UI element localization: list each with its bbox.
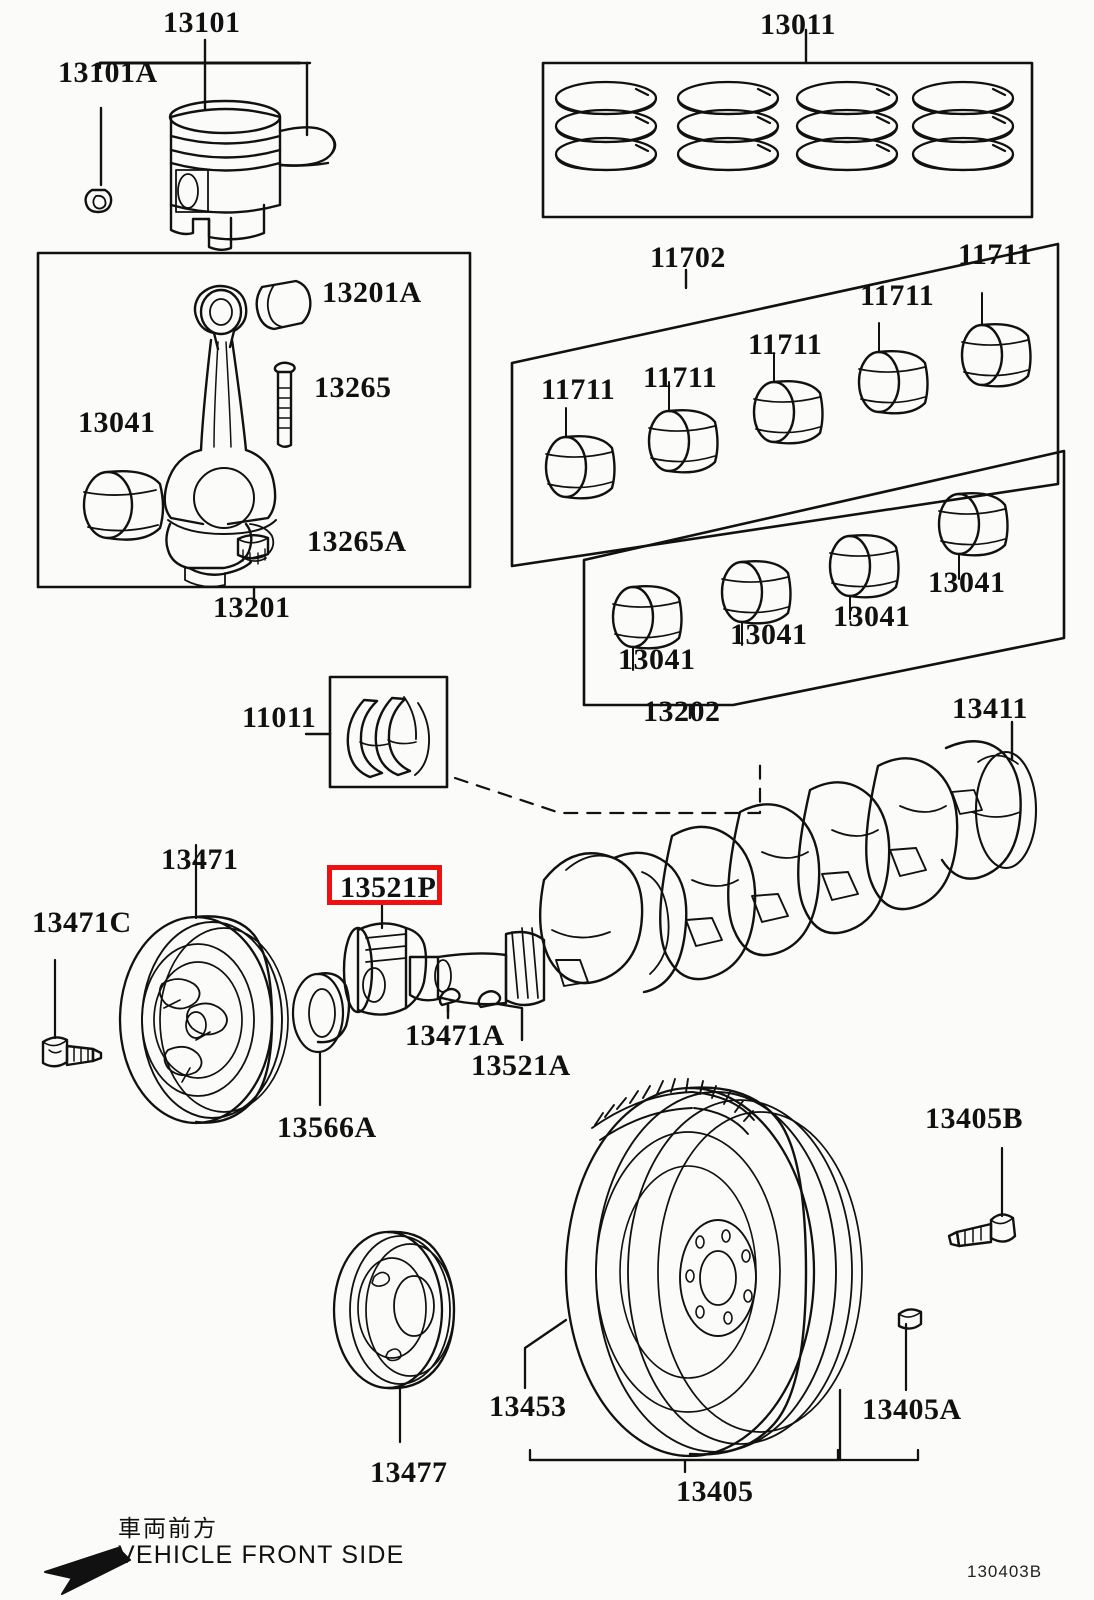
connecting-rod-box bbox=[36, 251, 472, 607]
callout-13041[interactable]: 13041 bbox=[78, 406, 156, 439]
crank-pulley-illustration bbox=[118, 843, 289, 1125]
connecting-rod-illustration bbox=[163, 284, 277, 588]
callout-11702[interactable]: 11702 bbox=[650, 241, 726, 274]
thrust-washer-box bbox=[304, 675, 449, 789]
callout-13405b[interactable]: 13405B bbox=[925, 1102, 1024, 1135]
callout-13471c[interactable]: 13471C bbox=[32, 906, 132, 939]
highlighted-part-number: 13521P bbox=[340, 871, 437, 904]
callout-13202[interactable]: 13202 bbox=[643, 695, 721, 728]
rod-bearing-13041-box bbox=[82, 470, 165, 541]
callout-13521a[interactable]: 13521A bbox=[471, 1049, 571, 1082]
rod-bushing-13201a bbox=[255, 279, 312, 331]
pulley-bolt-13471c bbox=[41, 958, 103, 1068]
rod-nut-13265a bbox=[236, 534, 270, 565]
main-bearings-11711 bbox=[544, 292, 1032, 500]
callout-13041[interactable]: 13041 bbox=[928, 566, 1006, 599]
crankshaft-illustration bbox=[408, 720, 1038, 1007]
callout-13566a[interactable]: 13566A bbox=[277, 1111, 377, 1144]
callout-11011[interactable]: 11011 bbox=[242, 701, 317, 734]
sheet-code: 130403B bbox=[967, 1562, 1043, 1581]
callout-13101a[interactable]: 13101A bbox=[58, 56, 158, 89]
callout-11711[interactable]: 11711 bbox=[860, 279, 935, 312]
rear-pulley-13477 bbox=[332, 1230, 456, 1444]
vehicle-front-arrow bbox=[44, 1547, 131, 1595]
callout-13201[interactable]: 13201 bbox=[213, 591, 291, 624]
vehicle-front-english-label: VEHICLE FRONT SIDE bbox=[118, 1541, 405, 1569]
callout-13453[interactable]: 13453 bbox=[489, 1390, 567, 1423]
crank-key-13521a bbox=[477, 990, 524, 1042]
rod-bolt-13265 bbox=[273, 361, 296, 448]
vehicle-front-japanese-label: 車両前方 bbox=[118, 1516, 218, 1542]
flywheel-pin-13405a bbox=[897, 1308, 923, 1392]
main-bearing-upper-box bbox=[510, 242, 1060, 568]
highlighted-part-box[interactable]: 13521P bbox=[327, 865, 442, 905]
piston-rings bbox=[554, 80, 1015, 172]
rod-bearing-lower-box bbox=[582, 449, 1066, 720]
callout-11711[interactable]: 11711 bbox=[643, 361, 718, 394]
callout-13477[interactable]: 13477 bbox=[370, 1456, 448, 1489]
callout-11711[interactable]: 11711 bbox=[958, 238, 1033, 271]
callout-13265a[interactable]: 13265A bbox=[307, 525, 407, 558]
callout-13201a[interactable]: 13201A bbox=[322, 276, 422, 309]
callout-13041[interactable]: 13041 bbox=[618, 643, 696, 676]
callout-13101[interactable]: 13101 bbox=[163, 6, 241, 39]
piston-ring-set-box bbox=[541, 28, 1034, 219]
pulley-spacer-13566a bbox=[291, 972, 351, 1107]
callout-11711[interactable]: 11711 bbox=[541, 373, 616, 406]
callout-13411[interactable]: 13411 bbox=[952, 692, 1028, 725]
callout-11711[interactable]: 11711 bbox=[748, 328, 823, 361]
woodruff-key-13471a bbox=[438, 987, 461, 1020]
callout-13405a[interactable]: 13405A bbox=[862, 1393, 962, 1426]
thrust-washers-11011 bbox=[346, 696, 430, 779]
callout-13041[interactable]: 13041 bbox=[730, 618, 808, 651]
callout-13265[interactable]: 13265 bbox=[314, 371, 392, 404]
callout-13011[interactable]: 13011 bbox=[760, 8, 836, 41]
flywheel-illustration bbox=[564, 1078, 863, 1458]
callout-13471[interactable]: 13471 bbox=[161, 843, 239, 876]
rod-bearings-13041 bbox=[611, 491, 1009, 671]
flywheel-bolt-13405b bbox=[947, 1146, 1017, 1248]
callout-13041[interactable]: 13041 bbox=[833, 600, 911, 633]
callout-13471a[interactable]: 13471A bbox=[405, 1019, 505, 1052]
piston-illustration bbox=[84, 38, 337, 251]
callout-13405[interactable]: 13405 bbox=[676, 1475, 754, 1508]
